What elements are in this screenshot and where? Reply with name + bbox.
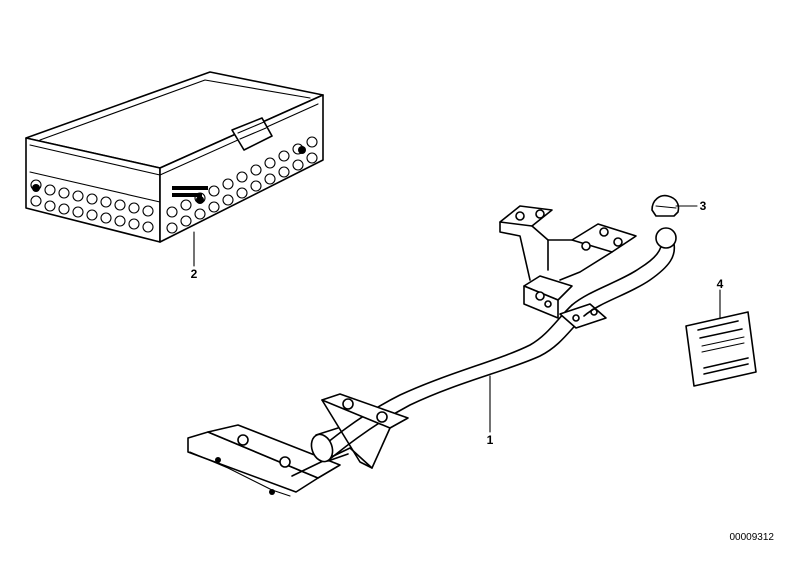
tow-bar-assembly — [187, 205, 677, 497]
callout-3: 3 — [700, 199, 707, 213]
document-number: 00009312 — [730, 532, 775, 543]
callout-1: 1 — [487, 433, 494, 447]
ball-cap — [651, 194, 680, 217]
leader-lines — [193, 205, 721, 433]
callout-4: 4 — [717, 277, 724, 291]
control-unit-box — [25, 71, 324, 243]
label-plate — [685, 311, 757, 387]
callout-2: 2 — [191, 267, 198, 281]
